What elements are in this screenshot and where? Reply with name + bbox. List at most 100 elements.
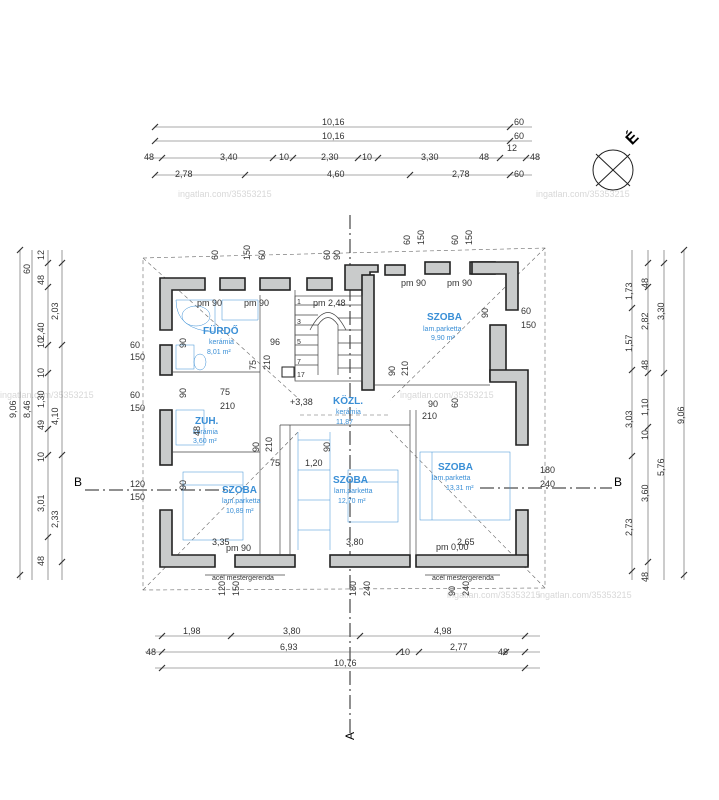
dim-label: 1,20 [305, 458, 323, 468]
dim-label: 48 [146, 647, 156, 657]
dim-label: 1,30 [36, 390, 46, 408]
dim-label: 90 [178, 480, 188, 490]
dim-label: 2,73 [624, 518, 634, 536]
dim-label: 150 [130, 352, 145, 362]
dim-label: 120 [217, 581, 227, 596]
dim-label: 90 [251, 442, 261, 452]
dim-label: 60 [210, 250, 220, 260]
watermark: ingatlan.com/35353215 [178, 189, 272, 199]
dim-label: 2,65 [457, 537, 475, 547]
dim-label: 12 [36, 250, 46, 260]
dim-label: 120 [130, 479, 145, 489]
dim-label: 240 [540, 479, 555, 489]
dim-label: 6,93 [280, 642, 298, 652]
interior-walls [172, 290, 490, 555]
section-mark-b-left: B [74, 475, 82, 489]
dim-label: 10 [362, 152, 372, 162]
section-mark-a: A [343, 732, 357, 740]
dim-label: pm 90 [197, 298, 222, 308]
dim-label: 180 [540, 465, 555, 475]
dim-label: 90 [332, 250, 342, 260]
dim-label: 75 [220, 387, 230, 397]
room-floor-zuh: kerámia [193, 429, 218, 436]
dim-label: 1,10 [640, 398, 650, 416]
dim-label: 9,06 [676, 406, 686, 424]
dim-label: 9,06 [8, 400, 18, 418]
svg-text:É: É [621, 127, 642, 148]
dim-label: 75 [270, 458, 280, 468]
dim-label: 10,76 [334, 658, 357, 668]
dim-label: 60 [257, 250, 267, 260]
dim-label: pm 2,48 [313, 298, 346, 308]
bottom-dimension-lines [145, 632, 540, 672]
dim-label: 4,10 [50, 407, 60, 425]
dim-label: 240 [362, 581, 372, 596]
watermark: ingatlan.com/35353215 [538, 590, 632, 600]
steel-beam-label: acél mestergerenda [432, 575, 494, 582]
dim-label: 180 [348, 581, 358, 596]
dim-label: 60 [22, 264, 32, 274]
top-dimension-lines [145, 123, 540, 179]
bathroom-fixtures [175, 299, 259, 446]
dim-label: 3,80 [283, 626, 301, 636]
dim-label: 12 [507, 143, 517, 153]
dim-label: 60 [450, 398, 460, 408]
dim-label: pm 90 [244, 298, 269, 308]
dim-label: 90 [322, 442, 332, 452]
room-floor-kozl: kerámia [336, 409, 361, 416]
dim-label: 2,30 [321, 152, 339, 162]
dim-label: 2,78 [452, 169, 470, 179]
dim-label: 48 [498, 647, 508, 657]
steel-beam-label: acél mestergerenda [212, 575, 274, 582]
dim-label: 210 [400, 361, 410, 376]
dim-label: pm 90 [226, 543, 251, 553]
dim-label: 60 [402, 235, 412, 245]
room-floor-szoba-s: lam.parketta [334, 488, 373, 495]
watermark: ingatlan.com/35353215 [400, 390, 494, 400]
dim-label: 10 [36, 368, 46, 378]
dim-label: 1,98 [183, 626, 201, 636]
dim-label: 5,76 [656, 458, 666, 476]
stair-step: 7 [297, 359, 301, 366]
dim-label: 1,57 [624, 334, 634, 352]
dim-label: 90 [447, 586, 457, 596]
dim-label: pm 0,00 [436, 542, 469, 552]
dim-label: 96 [270, 337, 280, 347]
dim-label: 48 [640, 278, 650, 288]
dim-label: 10 [279, 152, 289, 162]
dim-total-width: 10,16 [322, 131, 345, 141]
dim-label: 150 [130, 492, 145, 502]
dim-label: 60 [514, 131, 524, 141]
dim-label: 48 [640, 572, 650, 582]
dim-label: 150 [231, 581, 241, 596]
dim-label: 150 [242, 245, 252, 260]
room-area-szoba-sw: 10,89 m² [226, 508, 254, 515]
left-dimension-lines [16, 246, 66, 580]
dim-label: 150 [464, 230, 474, 245]
room-area-furdo: 8,01 m² [207, 349, 231, 356]
dim-label: 210 [220, 401, 235, 411]
room-name-szoba-sw: SZOBA [222, 485, 257, 496]
room-area-szoba-nw: 9,90 m² [431, 335, 455, 342]
dim-label: 3,30 [656, 302, 666, 320]
dim-label: 60 [521, 306, 531, 316]
dim-label: 4,98 [434, 626, 452, 636]
dim-label: pm 90 [447, 278, 472, 288]
room-name-kozl: KÖZL. [333, 394, 363, 407]
section-mark-b-right: B [614, 475, 622, 489]
dim-label: 150 [416, 230, 426, 245]
dim-label: 2,33 [50, 510, 60, 528]
dim-label: 3,60 [640, 484, 650, 502]
dim-label: 8,46 [22, 400, 32, 418]
dim-label: 90 [428, 399, 438, 409]
dim-label: 210 [262, 355, 272, 370]
dim-label: 1,73 [624, 282, 634, 300]
dim-label: 60 [514, 117, 524, 127]
room-floor-furdo: kerámia [209, 339, 234, 346]
dim-label: 3,40 [220, 152, 238, 162]
room-area-szoba-se: 13,31 m² [446, 485, 474, 492]
watermark: ingatlan.com/35353215 [0, 390, 94, 400]
dim-label: 90 [387, 366, 397, 376]
right-dimension-lines [628, 246, 688, 580]
